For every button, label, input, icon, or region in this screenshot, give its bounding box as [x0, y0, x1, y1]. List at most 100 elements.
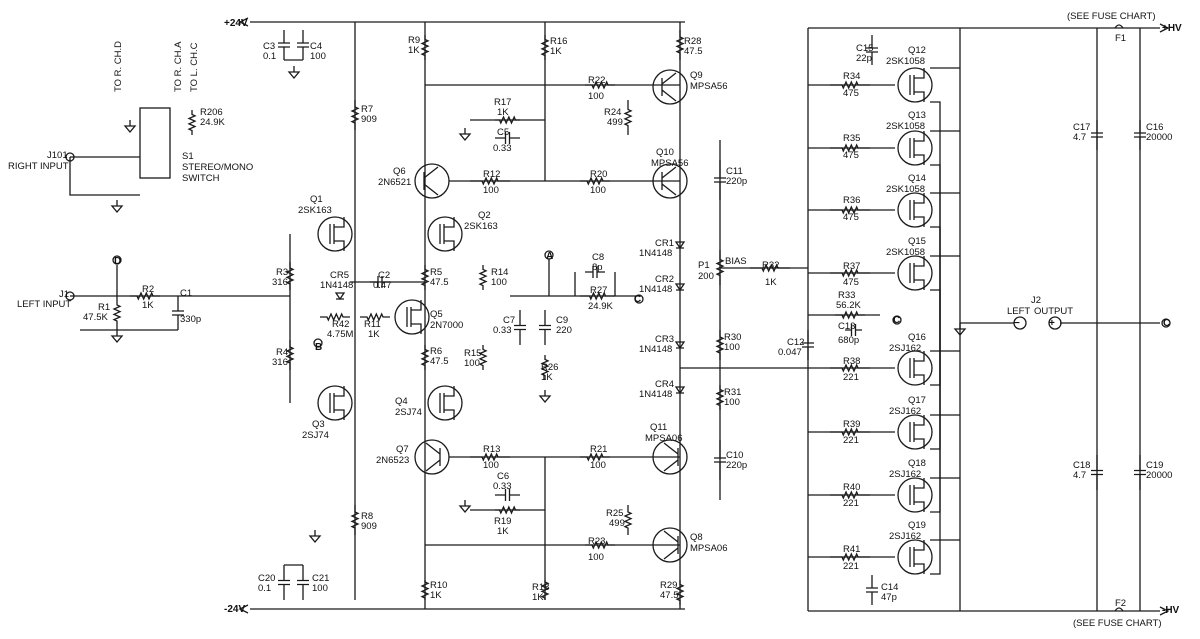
r20-value: 100	[590, 185, 606, 196]
c16-symbol	[1134, 120, 1146, 150]
r37-symbol	[830, 268, 870, 278]
r12-value: 100	[483, 185, 499, 196]
wires	[69, 21, 1160, 612]
q12-part: 2SK1058	[886, 56, 925, 67]
q14-symbol-leads	[909, 193, 925, 227]
r21-symbol	[580, 452, 610, 462]
r9-value: 1K	[408, 45, 420, 56]
r33-symbol	[835, 310, 865, 320]
r42-symbol	[320, 312, 350, 322]
c12-value: 0.047	[778, 347, 802, 358]
q3-symbol-body	[317, 385, 353, 421]
q15-symbol-body	[897, 255, 933, 291]
q5-ref: Q5	[430, 309, 443, 320]
right-input-jack-icon	[65, 152, 75, 162]
r22-value: 100	[588, 91, 604, 102]
r206-symbol	[187, 110, 197, 135]
bias-ref: P1	[698, 260, 710, 271]
r4-value: 316	[272, 357, 288, 368]
q5-symbol	[394, 299, 430, 335]
r23-symbol	[585, 540, 615, 550]
q16-symbol	[897, 350, 933, 386]
c14-value: 47p	[881, 592, 897, 603]
output-minus-terminal-icon	[1013, 316, 1027, 330]
output-plus-terminal-icon	[1048, 316, 1062, 330]
q17-symbol-leads	[909, 415, 925, 449]
q6-part: 2N6521	[378, 177, 411, 188]
c17-ref: C17	[1073, 122, 1090, 133]
r35-symbol	[830, 143, 870, 153]
r16-value: 1K	[550, 46, 562, 57]
r14-ref: R14	[491, 267, 508, 278]
c1-symbol	[172, 296, 184, 330]
c3-ground-icon	[287, 66, 301, 80]
q19-symbol-body	[897, 539, 933, 575]
cr4-symbol	[674, 386, 686, 395]
output-ground-icon	[953, 323, 967, 337]
c11-symbol	[714, 160, 726, 200]
r14-value: 100	[491, 277, 507, 288]
r13-symbol	[470, 452, 510, 462]
r16-ref: R16	[550, 36, 567, 47]
c16-value: 20000	[1146, 132, 1172, 143]
c20-value: 0.1	[258, 583, 271, 594]
r17-ref: R17	[494, 97, 511, 108]
r29-ref: R29	[660, 580, 677, 591]
r38-value: 221	[843, 372, 859, 383]
pos-supply-label: +24V	[224, 18, 248, 29]
r41-value: 221	[843, 561, 859, 572]
cr1-ref: CR1	[655, 238, 674, 249]
q9-symbol-body	[652, 69, 688, 105]
node-c-icon-1	[634, 294, 644, 304]
c3-symbol	[278, 30, 290, 60]
switch-label-1: STEREO/MONO	[182, 162, 253, 173]
q4-ref: Q4	[395, 396, 408, 407]
q4-part: 2SJ74	[395, 407, 422, 418]
c17-value: 4.7	[1073, 132, 1086, 143]
q6-symbol	[414, 163, 450, 199]
r30-ref: R30	[724, 332, 741, 343]
cr2-ref: CR2	[655, 274, 674, 285]
q10-symbol-leads	[661, 166, 677, 196]
node-c-icon-3	[1161, 318, 1171, 328]
q18-symbol-leads	[909, 478, 925, 512]
r36-symbol	[830, 205, 870, 215]
output-label-left: LEFT	[1007, 306, 1030, 317]
r39-ref: R39	[843, 419, 860, 430]
q7-symbol	[414, 439, 450, 475]
q12-symbol-body	[897, 67, 933, 103]
r40-ref: R40	[843, 482, 860, 493]
r30-value: 100	[724, 342, 740, 353]
c10-ref: C10	[726, 450, 743, 461]
c3-ref: C3	[263, 41, 275, 52]
r38-symbol	[830, 363, 870, 373]
pos-supply-arrow-icon	[238, 17, 249, 27]
r26-ground-icon	[538, 390, 552, 404]
c21-value: 100	[312, 583, 328, 594]
q18-part: 2SJ162	[889, 469, 921, 480]
labels: +24V -24V +HV -HV (SEE FUSE CHART) (SEE …	[8, 11, 1182, 629]
fuse-note-bottom: (SEE FUSE CHART)	[1073, 618, 1162, 629]
c1-value: 330p	[180, 314, 201, 325]
q11-symbol	[652, 439, 688, 475]
q4-symbol-body	[427, 385, 463, 421]
q6-symbol-body	[414, 163, 450, 199]
c5-ref: C5	[497, 127, 509, 138]
c11-value: 220p	[726, 176, 747, 187]
r6-value: 47.5	[430, 356, 449, 367]
q2-part: 2SK163	[464, 221, 498, 232]
output-label-output: OUTPUT	[1034, 306, 1073, 317]
c15-symbol	[866, 35, 878, 65]
fuse-f2-label: F2	[1115, 598, 1126, 609]
q17-part: 2SJ162	[889, 406, 921, 417]
q19-source-wire	[930, 323, 941, 575]
c6-symbol	[495, 489, 520, 501]
r21-ref: R21	[590, 444, 607, 455]
q6-symbol-leads	[423, 166, 439, 196]
r24-ref: R24	[604, 107, 621, 118]
r36-value: 475	[843, 212, 859, 223]
c21-ref: C21	[312, 573, 329, 584]
r10-value: 1K	[430, 590, 442, 601]
r13-value: 100	[483, 460, 499, 471]
q16-ref: Q16	[908, 332, 926, 343]
